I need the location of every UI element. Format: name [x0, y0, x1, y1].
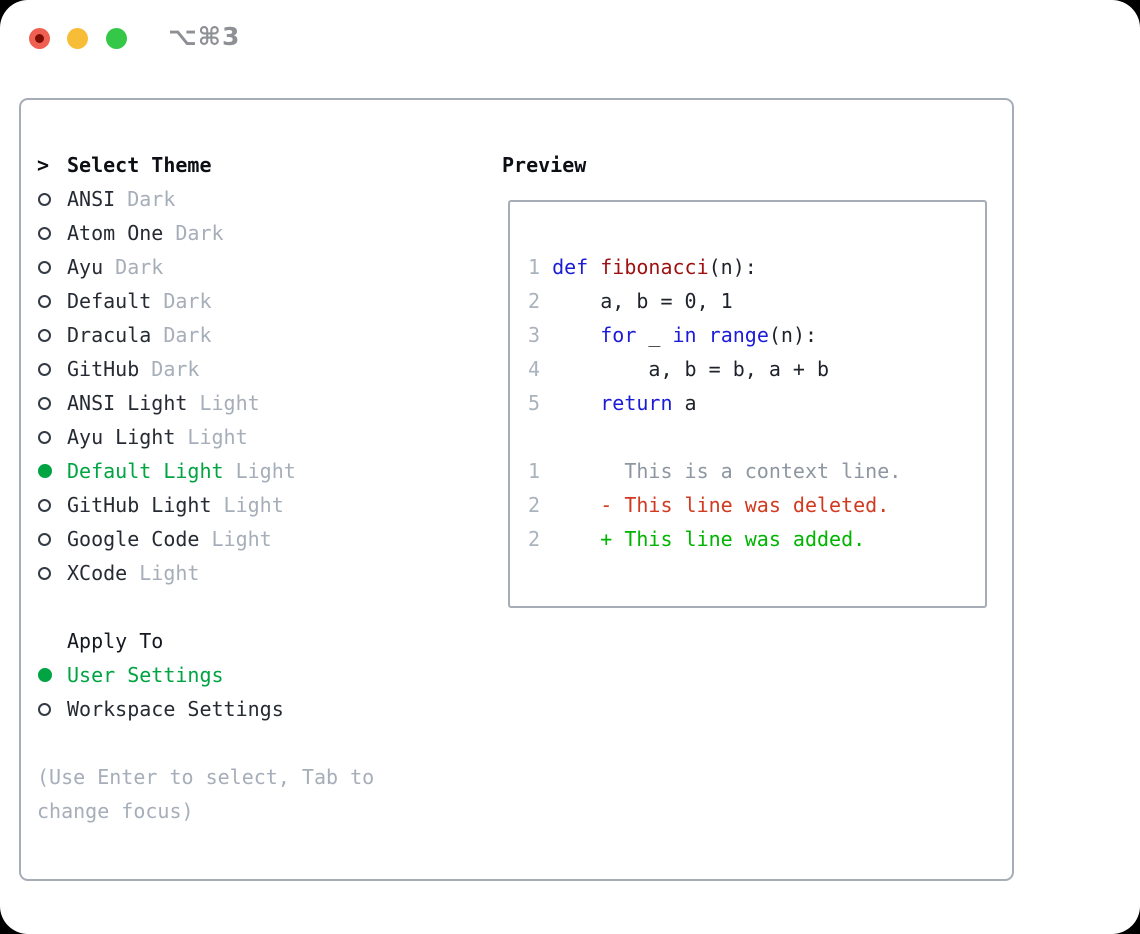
close-button-dot-icon — [35, 34, 44, 43]
option-label: ANSI — [67, 187, 116, 211]
theme-option-default-light[interactable]: Default Light Light — [37, 454, 374, 488]
theme-option-github[interactable]: GitHub Dark — [37, 352, 374, 386]
usage-hint-line-2: change focus) — [37, 799, 194, 823]
option-label: GitHub Light — [67, 493, 212, 517]
code-line: 2 a, b = 0, 1 — [528, 289, 733, 313]
spacer — [37, 726, 374, 760]
option-label: Google Code — [67, 527, 200, 551]
option-label: User Settings — [67, 663, 224, 687]
code-line: 1 This is a context line. — [528, 459, 902, 483]
option-label: Ayu — [67, 255, 104, 279]
theme-option-github-light[interactable]: GitHub Light Light — [37, 488, 374, 522]
code-line: 3 for _ in range(n): — [528, 323, 818, 347]
option-label: Ayu Light — [67, 425, 176, 449]
option-variant-label: Light — [127, 561, 200, 585]
zoom-button[interactable] — [106, 28, 127, 49]
option-variant-label: Light — [175, 425, 248, 449]
preview-title: Preview — [502, 153, 587, 177]
apply-to-header-row: Apply To — [37, 624, 374, 658]
radio-selected-icon — [37, 464, 67, 478]
minimize-button[interactable] — [67, 28, 88, 49]
radio-unselected-icon — [37, 328, 67, 342]
apply-to-title: Apply To — [67, 629, 164, 653]
radio-unselected-icon — [37, 532, 67, 546]
theme-option-ansi-light[interactable]: ANSI Light Light — [37, 386, 374, 420]
option-variant-label: Dark — [151, 289, 212, 313]
option-label: ANSI Light — [67, 391, 188, 415]
option-label: Atom One — [67, 221, 164, 245]
option-variant-label: Dark — [139, 357, 200, 381]
close-button[interactable] — [29, 28, 50, 49]
option-label: GitHub — [67, 357, 140, 381]
option-variant-label: Dark — [103, 255, 164, 279]
theme-option-ayu[interactable]: Ayu Dark — [37, 250, 374, 284]
titlebar: ⌥⌘3 — [0, 0, 1140, 76]
radio-unselected-icon — [37, 566, 67, 580]
theme-option-atom-one[interactable]: Atom One Dark — [37, 216, 374, 250]
option-label: XCode — [67, 561, 128, 585]
code-line — [528, 420, 985, 454]
code-line: 2 - This line was deleted. — [528, 493, 890, 517]
theme-list-title: Select Theme — [67, 153, 212, 177]
option-variant-label: Light — [187, 391, 260, 415]
theme-option-dracula[interactable]: Dracula Dark — [37, 318, 374, 352]
preview-box: 1 def fibonacci(n): 2 a, b = 0, 1 3 for _ … — [508, 200, 987, 608]
theme-option-ayu-light[interactable]: Ayu Light Light — [37, 420, 374, 454]
code-line: 1 def fibonacci(n): — [528, 255, 757, 279]
code-line: 5 return a — [528, 391, 697, 415]
option-variant-label: Dark — [163, 221, 224, 245]
option-variant-label: Light — [211, 493, 284, 517]
theme-option-default[interactable]: Default Dark — [37, 284, 374, 318]
radio-unselected-icon — [37, 498, 67, 512]
theme-option-google-code[interactable]: Google Code Light — [37, 522, 374, 556]
theme-option-xcode[interactable]: XCode Light — [37, 556, 374, 590]
theme-list-header: > Select Theme — [37, 148, 374, 182]
apply-option-workspace-settings[interactable]: Workspace Settings — [37, 692, 374, 726]
radio-unselected-icon — [37, 260, 67, 274]
radio-unselected-icon — [37, 294, 67, 308]
apply-option-user-settings[interactable]: User Settings — [37, 658, 374, 692]
preview-code: 1 def fibonacci(n): 2 a, b = 0, 1 3 for _ … — [528, 250, 985, 556]
spacer — [37, 590, 374, 624]
option-variant-label: Light — [223, 459, 296, 483]
radio-unselected-icon — [37, 362, 67, 376]
radio-unselected-icon — [37, 430, 67, 444]
keyboard-shortcut-label: ⌥⌘3 — [168, 22, 241, 51]
radio-unselected-icon — [37, 226, 67, 240]
usage-hint-line-1: (Use Enter to select, Tab to — [37, 765, 375, 789]
theme-option-ansi[interactable]: ANSI Dark — [37, 182, 374, 216]
option-variant-label: Dark — [151, 323, 212, 347]
option-variant-label: Light — [199, 527, 272, 551]
code-line: 4 a, b = b, a + b — [528, 357, 830, 381]
option-label: Dracula — [67, 323, 152, 347]
radio-selected-icon — [37, 668, 67, 682]
radio-unselected-icon — [37, 396, 67, 410]
radio-unselected-icon — [37, 192, 67, 206]
option-label: Default — [67, 289, 152, 313]
option-variant-label: Dark — [115, 187, 176, 211]
radio-unselected-icon — [37, 702, 67, 716]
option-label: Workspace Settings — [67, 697, 284, 721]
code-line: 2 + This line was added. — [528, 527, 866, 551]
option-label: Default Light — [67, 459, 224, 483]
focus-arrow-icon: > — [37, 153, 50, 177]
